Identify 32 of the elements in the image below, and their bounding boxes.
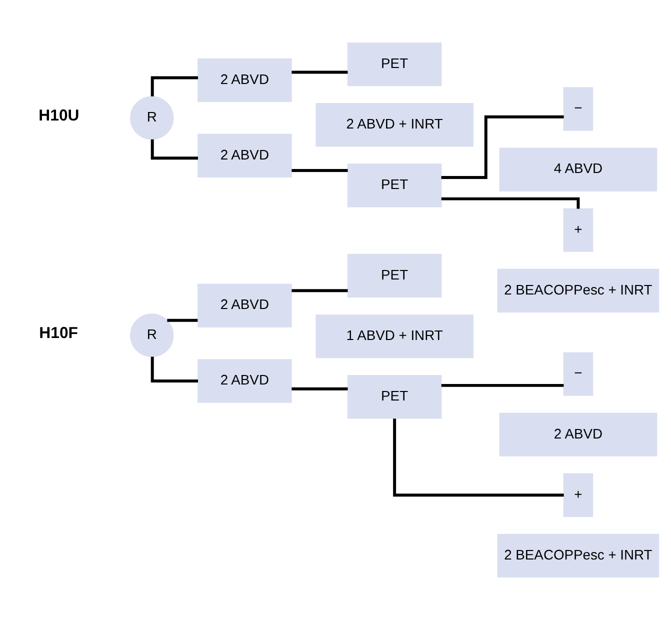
connector: [292, 386, 348, 390]
connector: [292, 70, 348, 74]
node-box: 2 ABVD: [198, 133, 292, 177]
connector: [167, 318, 198, 322]
node-box: 2 ABVD: [198, 358, 292, 402]
connector: [393, 418, 564, 496]
node-box: 4 ABVD: [499, 147, 658, 191]
node-circle: R: [130, 312, 174, 357]
node-box: +: [563, 208, 594, 252]
node-box: PET: [347, 42, 442, 86]
label: H10F: [39, 324, 78, 342]
node-box: −: [563, 352, 594, 396]
node-box: −: [563, 86, 594, 130]
label: H10U: [38, 107, 80, 124]
node-box: PET: [347, 163, 442, 207]
node-box: 2 ABVD: [198, 283, 292, 327]
node-box: 2 BEACOPPesc + INRT: [497, 268, 660, 312]
node-box: PET: [347, 253, 442, 298]
connector: [292, 288, 348, 292]
connector: [292, 168, 348, 172]
connector: [441, 383, 564, 386]
node-box: 2 ABVD: [198, 58, 292, 102]
node-box: +: [563, 472, 594, 516]
connector: [441, 196, 580, 208]
node-box: 1 ABVD + INRT: [316, 314, 474, 358]
node-box: 2 ABVD: [499, 412, 658, 456]
node-box: 2 ABVD + INRT: [316, 102, 474, 146]
node-box: PET: [347, 374, 442, 418]
node-circle: R: [130, 96, 174, 140]
node-box: 2 BEACOPPesc + INRT: [497, 533, 660, 578]
connector: [150, 356, 198, 382]
connector: [441, 114, 564, 178]
